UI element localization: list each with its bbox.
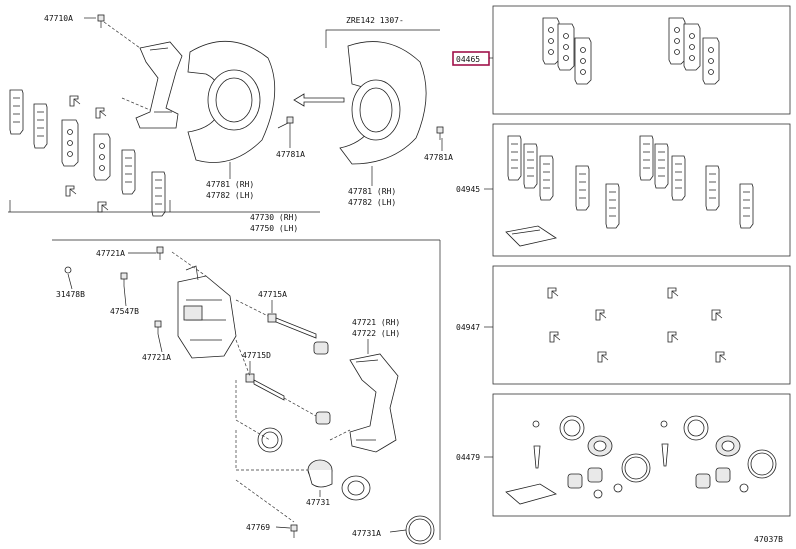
label-04465[interactable]: 04465 xyxy=(456,55,480,64)
label-47782LH-left[interactable]: 47782 (LH) xyxy=(206,191,254,200)
piston-47731 xyxy=(307,459,333,488)
shim-kit-04945 xyxy=(505,135,754,247)
slide-pin-47715A xyxy=(267,313,317,339)
caliper-mounting-bracket xyxy=(135,41,183,129)
label-47750LH[interactable]: 47750 (LH) xyxy=(250,224,298,233)
label-04479[interactable]: 04479 xyxy=(456,453,480,462)
box-04947 xyxy=(492,265,791,385)
label-47731[interactable]: 47731 xyxy=(306,498,330,507)
caliper-body xyxy=(177,275,237,359)
label-47731A[interactable]: 47731A xyxy=(352,529,381,538)
highlight-frame-04465 xyxy=(452,51,490,66)
model-note: ZRE142 1307- xyxy=(346,16,404,25)
label-47715D[interactable]: 47715D xyxy=(242,351,271,360)
label-47781RH-left[interactable]: 47781 (RH) xyxy=(206,180,254,189)
box-04465 xyxy=(492,5,791,115)
label-47721A-top[interactable]: 47721A xyxy=(96,249,125,258)
label-47547B[interactable]: 47547B xyxy=(110,307,139,316)
slide-pin-47715D xyxy=(245,373,285,401)
label-04947[interactable]: 04947 xyxy=(456,323,480,332)
label-31478B[interactable]: 31478B xyxy=(56,290,85,299)
left-pad-cluster xyxy=(9,89,166,217)
pin-boot-lower xyxy=(315,411,331,425)
pin-boot-upper xyxy=(313,341,329,355)
clip-kit-04947 xyxy=(547,287,727,363)
label-47769[interactable]: 47769 xyxy=(246,523,270,532)
drawing-number: 47037B xyxy=(754,535,783,544)
direction-arrow xyxy=(293,93,345,107)
seal-kit-04479 xyxy=(505,415,777,505)
box-04945 xyxy=(492,123,791,257)
label-47715A[interactable]: 47715A xyxy=(258,290,287,299)
label-47781A-left[interactable]: 47781A xyxy=(276,150,305,159)
label-47721A-bottom[interactable]: 47721A xyxy=(142,353,171,362)
label-47782LH-right[interactable]: 47782 (LH) xyxy=(348,198,396,207)
label-47781A-right[interactable]: 47781A xyxy=(424,153,453,162)
label-47710A[interactable]: 47710A xyxy=(44,14,73,23)
dust-cover-left xyxy=(187,41,276,163)
caliper-mounting xyxy=(349,353,399,453)
label-47722LH[interactable]: 47722 (LH) xyxy=(352,329,400,338)
label-47781RH-right[interactable]: 47781 (RH) xyxy=(348,187,396,196)
box-04479 xyxy=(492,393,791,517)
label-47721RH[interactable]: 47721 (RH) xyxy=(352,318,400,327)
dust-cover-right xyxy=(339,41,427,165)
label-47730RH[interactable]: 47730 (RH) xyxy=(250,213,298,222)
pad-set-04465 xyxy=(542,17,720,85)
label-04945[interactable]: 04945 xyxy=(456,185,480,194)
